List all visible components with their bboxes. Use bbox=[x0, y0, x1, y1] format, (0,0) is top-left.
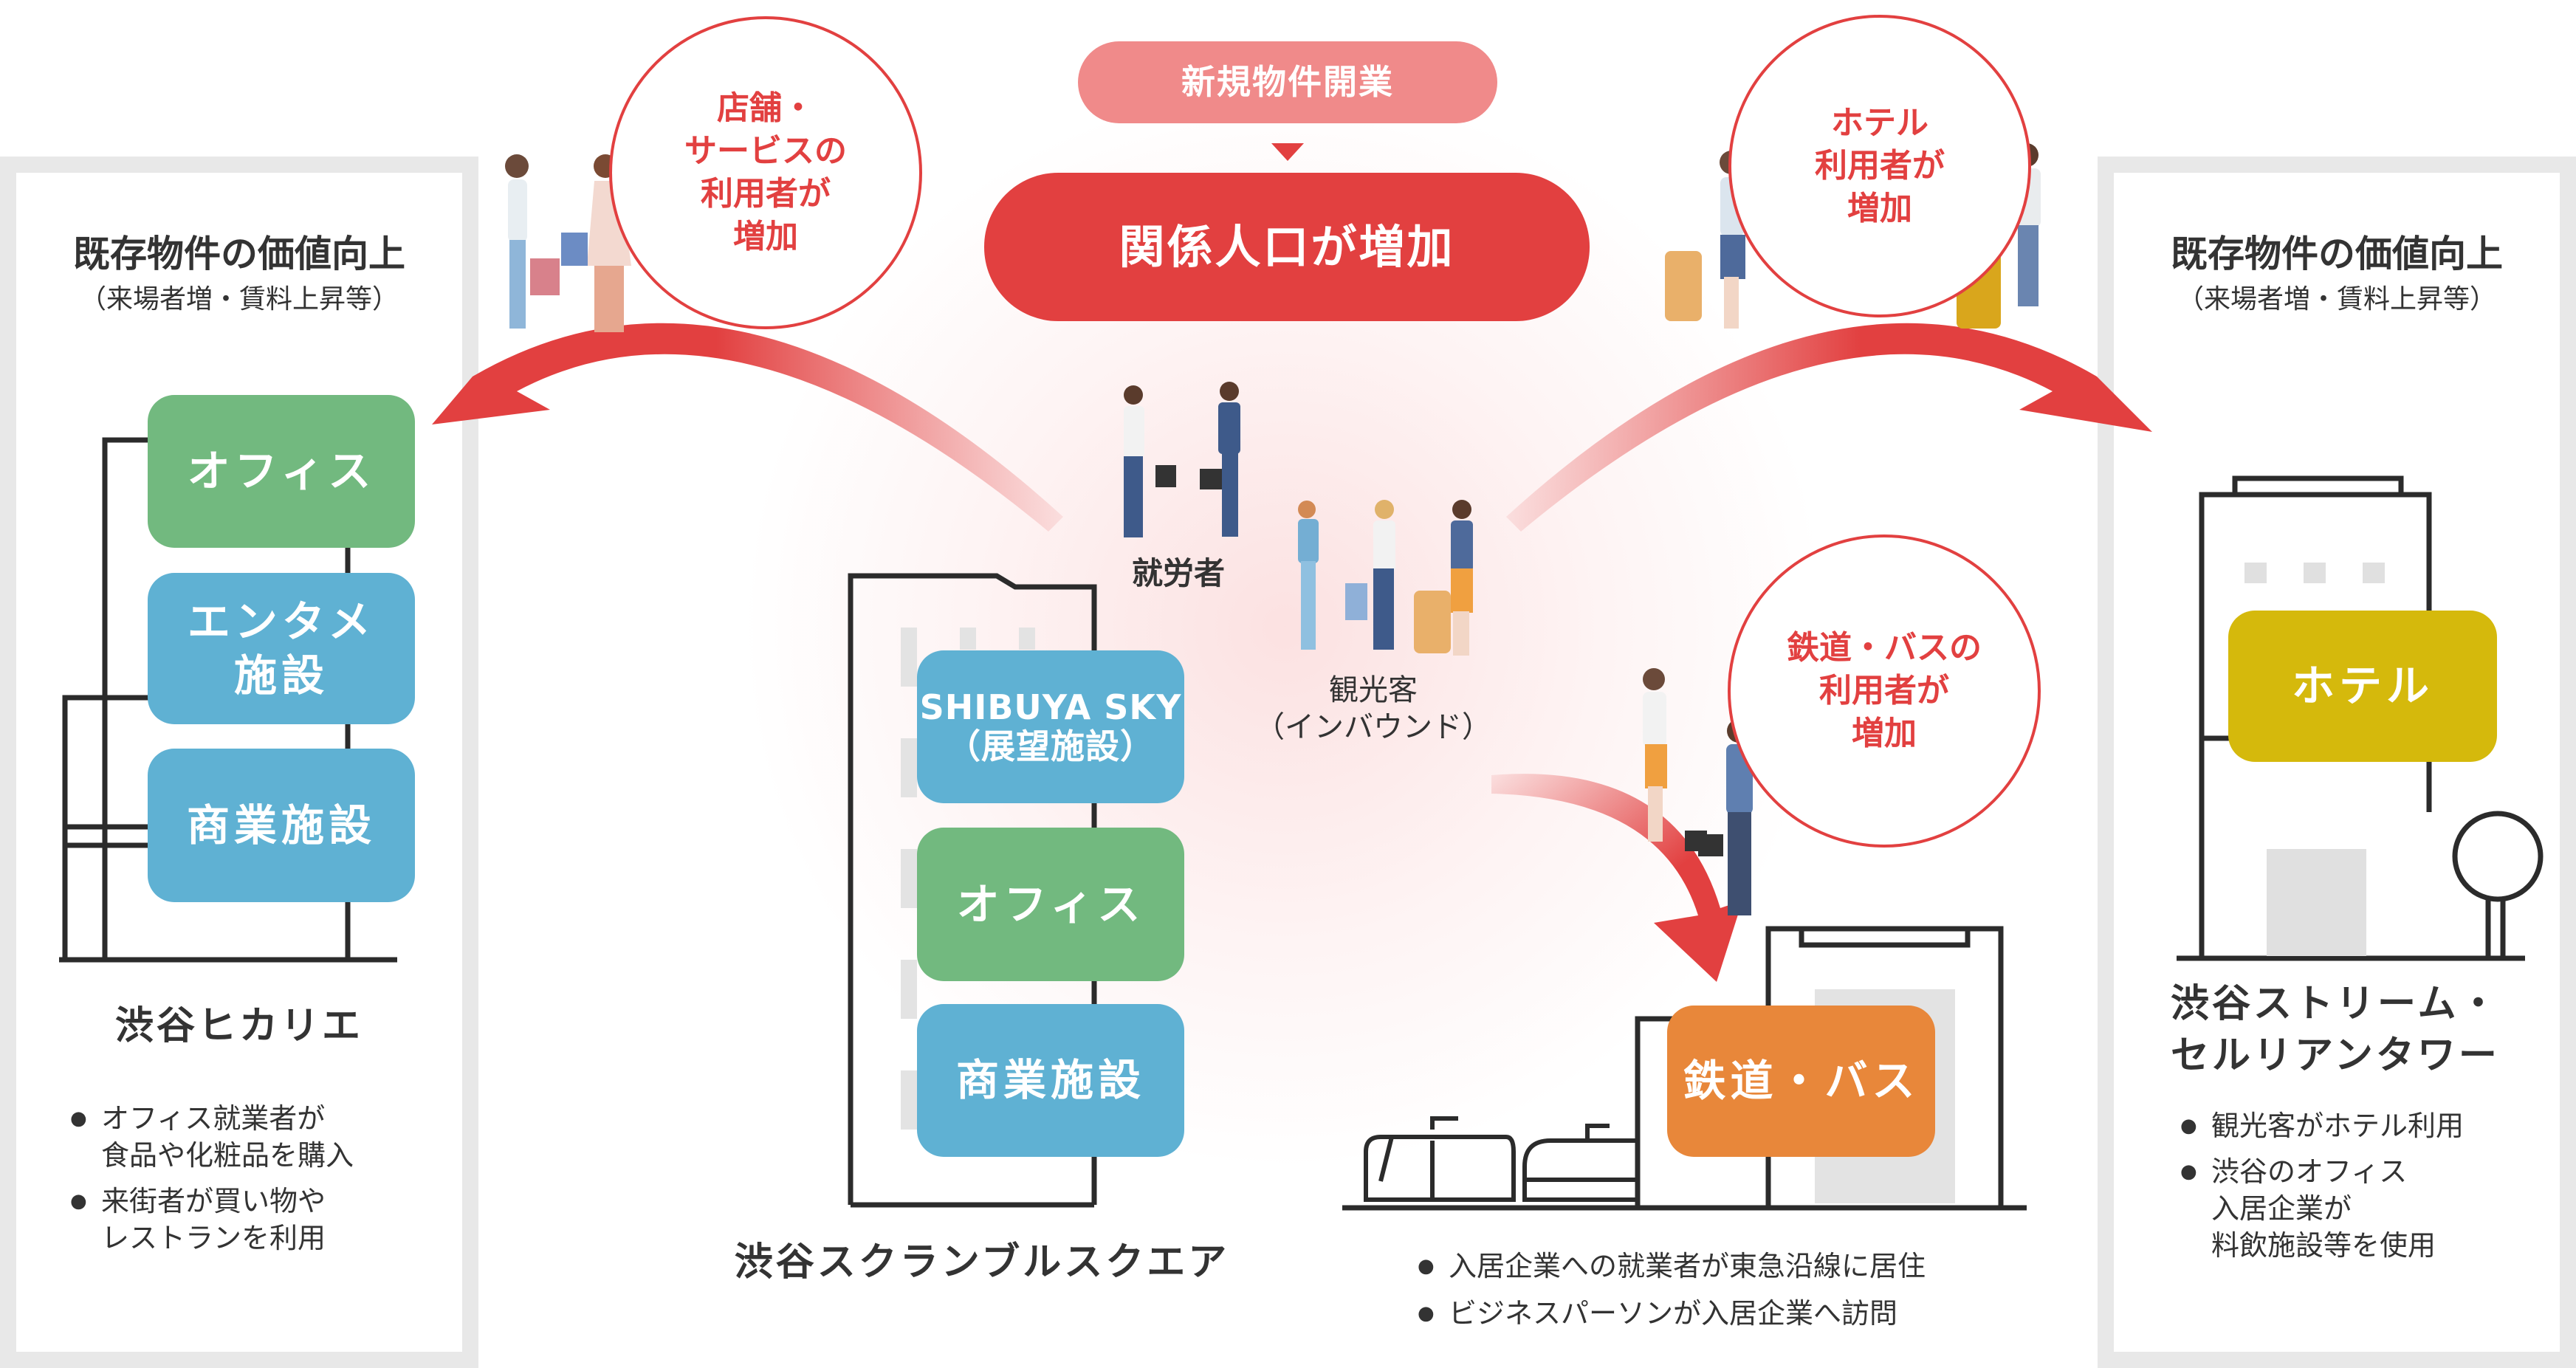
left-panel-subtitle: （来場者増・賃料上昇等） bbox=[79, 284, 399, 314]
workers-label: 就労者 bbox=[1131, 555, 1225, 591]
hotel-box: ホテル bbox=[2228, 611, 2497, 762]
bubble-shops-users: 店舗・ サービスの 利用者が 増加 bbox=[609, 16, 922, 329]
bubble-rail-users: 鉄道・バスの 利用者が 増加 bbox=[1728, 535, 2041, 848]
new-opening-pill: 新規物件開業 bbox=[1078, 41, 1497, 123]
rail-bus-box: 鉄道・バス bbox=[1667, 1006, 1935, 1157]
hikarie-entertainment-box: エンタメ 施設 bbox=[148, 573, 415, 724]
arrow-to-rail bbox=[1491, 774, 1742, 982]
stream-name: 渋谷ストリーム・ セルリアンタワー bbox=[2171, 982, 2501, 1079]
bubble-hotel-users: ホテル 利用者が 増加 bbox=[1728, 15, 2031, 317]
arrow-to-stream bbox=[1506, 323, 2152, 532]
tourists-illustration bbox=[1298, 500, 1473, 656]
bullet-item: ビジネスパーソンが入居企業へ訪問 bbox=[1418, 1295, 1926, 1332]
bullet-item: 入居企業への就業者が東急沿線に居住 bbox=[1418, 1248, 1926, 1285]
shibuya-sky-box: SHIBUYA SKY （展望施設） bbox=[917, 650, 1184, 803]
hikarie-office-box: オフィス bbox=[148, 395, 415, 548]
scramble-office-box: オフィス bbox=[917, 828, 1184, 981]
bullet-item: 来街者が買い物や レストランを利用 bbox=[70, 1183, 354, 1257]
stream-bullets: 観光客がホテル利用 渋谷のオフィス 入居企業が 料飲施設等を使用 bbox=[2180, 1107, 2464, 1273]
related-population-pill: 関係人口が増加 bbox=[984, 173, 1590, 321]
down-triangle-icon bbox=[1271, 143, 1304, 161]
train-icon bbox=[1364, 1116, 1640, 1202]
bullet-item: オフィス就業者が 食品や化粧品を購入 bbox=[70, 1100, 354, 1174]
stream-windows bbox=[2244, 563, 2385, 956]
bullet-item: 渋谷のオフィス 入居企業が 料飲施設等を使用 bbox=[2180, 1153, 2464, 1264]
right-panel-title: 既存物件の価値向上 bbox=[2171, 233, 2503, 275]
scramble-square-name: 渋谷スクランブルスクエア bbox=[734, 1240, 1230, 1285]
workers-illustration bbox=[1124, 382, 1240, 537]
scramble-windows bbox=[901, 628, 1035, 1130]
bullet-item: 観光客がホテル利用 bbox=[2180, 1107, 2464, 1144]
hikarie-name: 渋谷ヒカリエ bbox=[114, 1004, 363, 1048]
hikarie-bullets: オフィス就業者が 食品や化粧品を購入 来街者が買い物や レストランを利用 bbox=[70, 1100, 354, 1265]
scramble-commercial-box: 商業施設 bbox=[917, 1004, 1184, 1157]
rail-bullets: 入居企業への就業者が東急沿線に居住 ビジネスパーソンが入居企業へ訪問 bbox=[1418, 1248, 1926, 1341]
left-panel-title: 既存物件の価値向上 bbox=[73, 233, 405, 275]
right-panel-subtitle: （来場者増・賃料上昇等） bbox=[2177, 284, 2496, 314]
arrow-to-hikarie bbox=[432, 323, 1063, 532]
tourists-label: 観光客 （インバウンド） bbox=[1255, 673, 1491, 744]
hikarie-commercial-box: 商業施設 bbox=[148, 749, 415, 902]
